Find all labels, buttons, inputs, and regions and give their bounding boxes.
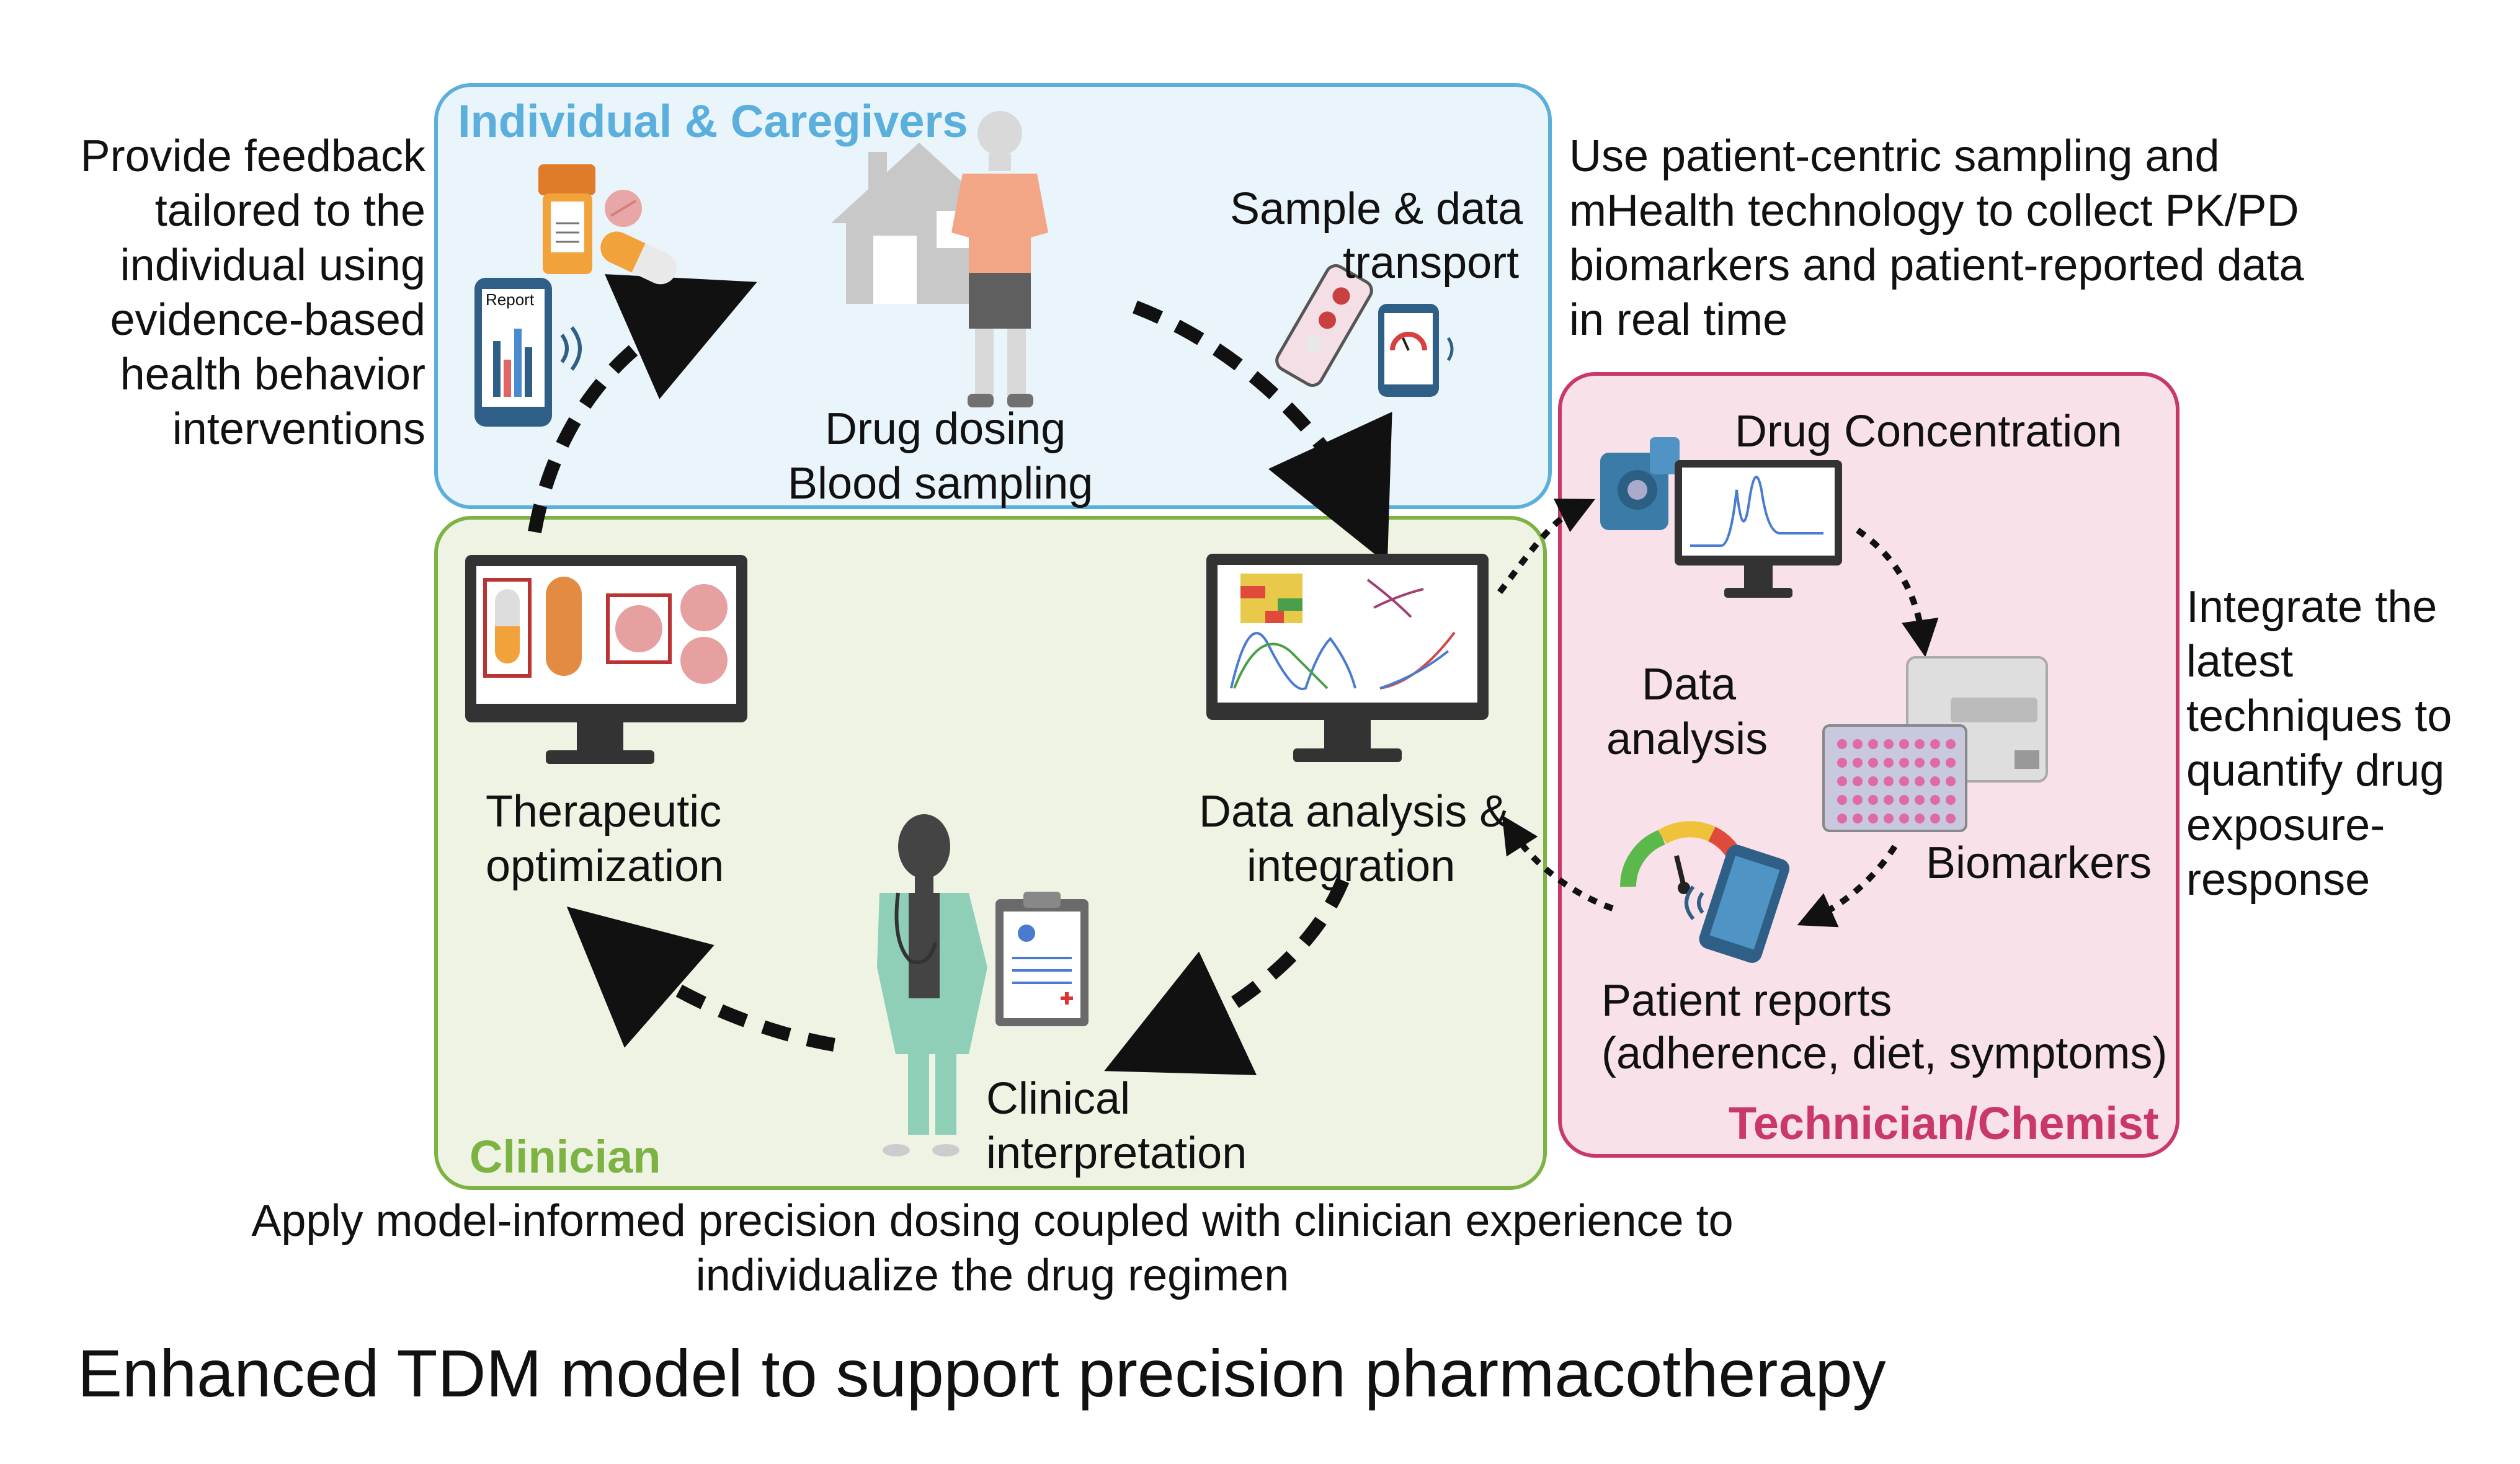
data-analysis-label-1: Data bbox=[1642, 660, 1737, 709]
technician-chemist-label: Technician/Chemist bbox=[1729, 1098, 2159, 1149]
therapeutic-label-1: Therapeutic bbox=[486, 787, 722, 836]
sampling-annotation-3: biomarkers and patient-reported data bbox=[1569, 241, 2304, 290]
integrate-annotation-3: techniques to bbox=[2186, 691, 2452, 741]
feedback-annotation-1: Provide feedback bbox=[80, 131, 425, 181]
clinician-icon bbox=[877, 814, 987, 1156]
feedback-annotation-4: evidence-based bbox=[110, 295, 425, 345]
therapeutic-label-2: optimization bbox=[486, 841, 724, 891]
integrate-annotation-1: Integrate the bbox=[2186, 582, 2438, 632]
arrow-clinical-to-therapeutic bbox=[566, 907, 835, 1052]
pill-bottle-icon bbox=[538, 164, 595, 274]
gauge-phone-icon bbox=[1619, 821, 1790, 963]
feedback-annotation-5: health behavior bbox=[120, 350, 425, 399]
tablet-icon bbox=[605, 190, 642, 227]
well-plate-icon bbox=[1822, 724, 1967, 832]
integrate-annotation-6: response bbox=[2186, 855, 2371, 905]
feedback-annotation-2: tailored to the bbox=[154, 186, 425, 236]
phone-gauge-icon bbox=[1378, 304, 1454, 397]
sample-data-label: Sample & data bbox=[1230, 184, 1523, 234]
arrow-data-to-clinical bbox=[1104, 877, 1350, 1075]
phone-report-icon bbox=[474, 278, 582, 427]
integrate-annotation-4: quantify drug bbox=[2186, 746, 2445, 796]
apply-annotation-1: Apply model-informed precision dosing co… bbox=[251, 1196, 1734, 1246]
clinical-label-1: Clinical bbox=[986, 1074, 1131, 1124]
drug-concentration-label: Drug Concentration bbox=[1735, 407, 2122, 456]
drug-dosing-label: Drug dosing bbox=[825, 404, 1066, 454]
test-strip-icon bbox=[1275, 264, 1373, 387]
arrow-individual-to-data bbox=[1133, 300, 1392, 564]
person-icon bbox=[951, 111, 1048, 407]
feedback-annotation-6: interventions bbox=[172, 404, 425, 454]
transport-label: transport bbox=[1343, 238, 1520, 288]
individual-caregivers-label: Individual & Caregivers bbox=[458, 95, 968, 147]
sampling-annotation-4: in real time bbox=[1569, 295, 1788, 345]
arrow-reports-to-data bbox=[1502, 815, 1614, 912]
monitor-pills-icon bbox=[465, 555, 747, 764]
data-analysis-label-2: analysis bbox=[1606, 714, 1768, 764]
capsule-icon bbox=[600, 231, 677, 285]
arrow-data-to-instrument bbox=[1497, 499, 1595, 595]
clinical-label-2: interpretation bbox=[986, 1129, 1247, 1178]
arrow-therapeutic-to-individual bbox=[528, 274, 757, 533]
clinician-label: Clinician bbox=[470, 1131, 661, 1182]
arrow-biomarkers-to-reports bbox=[1797, 845, 1898, 928]
data-integration-label-1: Data analysis & bbox=[1199, 787, 1510, 836]
data-integration-label-2: integration bbox=[1247, 841, 1456, 891]
monitor-charts-icon bbox=[1206, 554, 1489, 762]
integrate-annotation-2: latest bbox=[2186, 637, 2294, 686]
patient-reports-label-1: Patient reports bbox=[1601, 976, 1892, 1026]
sampling-annotation-1: Use patient-centric sampling and bbox=[1569, 131, 2220, 181]
feedback-annotation-3: individual using bbox=[120, 241, 425, 290]
biomarkers-label: Biomarkers bbox=[1926, 838, 2152, 888]
monitor-chromatogram-icon bbox=[1675, 460, 1842, 598]
arrow-concentration-to-biomarkers bbox=[1856, 527, 1939, 657]
blood-sampling-label: Blood sampling bbox=[788, 459, 1093, 508]
clipboard-icon bbox=[995, 892, 1089, 1026]
sampling-annotation-2: mHealth technology to collect PK/PD bbox=[1569, 186, 2299, 236]
integrate-annotation-5: exposure- bbox=[2186, 801, 2385, 850]
apply-annotation-2: individualize the drug regimen bbox=[695, 1251, 1289, 1300]
figure-title: Enhanced TDM model to support precision … bbox=[78, 1336, 1886, 1411]
patient-reports-label-2: (adherence, diet, symptoms) bbox=[1601, 1029, 2168, 1078]
report-label: Report bbox=[486, 290, 535, 309]
lc-instrument-icon bbox=[1600, 437, 1680, 530]
